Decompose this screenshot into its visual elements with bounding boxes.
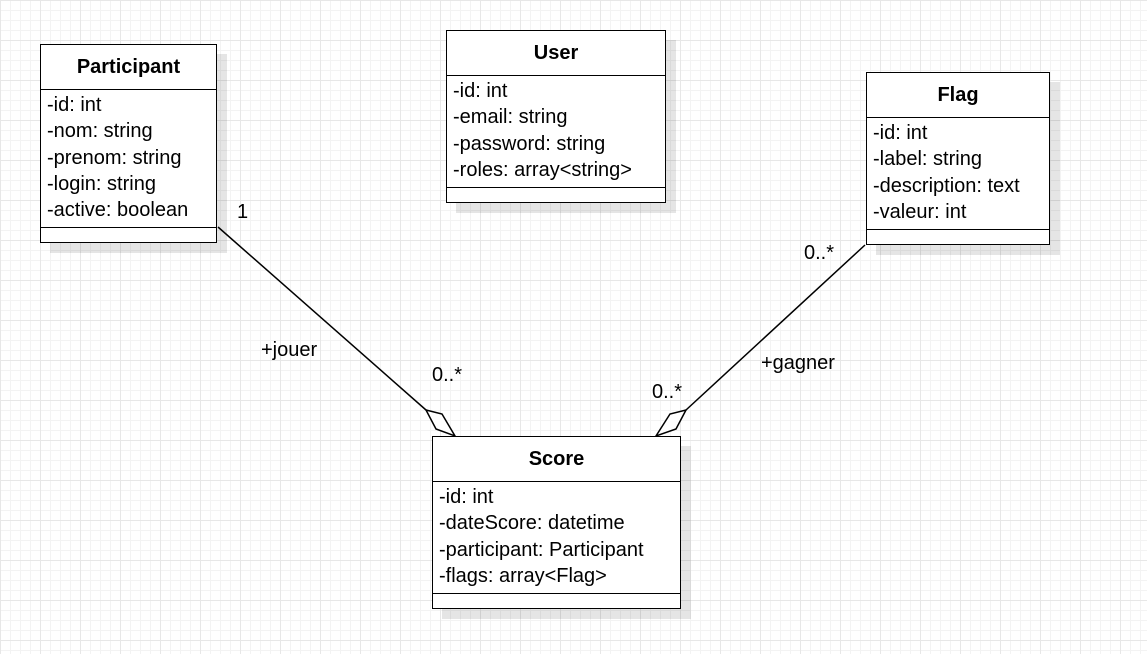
attribute-datescore: -dateScore: datetime [439,512,625,535]
class-flag-methods [867,230,1049,244]
jouer-association-label: +jouer [261,339,318,361]
attribute-label: -label: string [873,148,982,171]
class-participant-name: Participant [41,45,216,90]
class-participant[interactable]: Participant -id: int -nom: string -preno… [40,44,217,244]
attribute-id: -id: int [873,122,928,144]
gagner-association-line[interactable] [685,244,866,411]
class-user-methods [447,188,665,202]
attribute-description: -description: text [873,174,1020,197]
jouer-source-multiplicity: 1 [237,201,249,223]
gagner-target-multiplicity: 0..* [652,381,683,403]
gagner-association-label: +gagner [761,352,835,374]
class-participant-attributes: -id: int -nom: string -prenom: string -l… [41,90,216,229]
attribute-id: -id: int [47,94,102,116]
class-user-attributes: -id: int -email: string -password: strin… [447,76,665,189]
attribute-participant: -participant: Participant [439,538,644,561]
class-participant-methods [41,228,216,242]
class-user-name: User [447,31,665,76]
jouer-association-line[interactable] [217,226,427,411]
class-flag-attributes: -id: int -label: string -description: te… [867,118,1049,231]
jouer-aggregation-diamond-icon [424,408,457,438]
class-score-methods [433,594,680,608]
class-score-attributes: -id: int -dateScore: datetime -participa… [433,482,680,595]
jouer-target-multiplicity: 0..* [432,364,463,386]
gagner-aggregation-diamond-icon [654,408,688,438]
class-score[interactable]: Score -id: int -dateScore: datetime -par… [432,436,681,610]
attribute-active: -active: boolean [47,199,189,222]
attribute-roles: -roles: array<string> [453,158,632,181]
attribute-password: -password: string [453,132,606,155]
attribute-id: -id: int [439,486,494,508]
attribute-prenom: -prenom: string [47,146,182,169]
gagner-source-multiplicity: 0..* [804,242,835,264]
class-flag-name: Flag [867,73,1049,118]
class-score-name: Score [433,437,680,482]
class-user[interactable]: User -id: int -email: string -password: … [446,30,666,204]
class-flag[interactable]: Flag -id: int -label: string -descriptio… [866,72,1050,246]
attribute-login: -login: string [47,172,156,195]
attribute-flags: -flags: array<Flag> [439,564,607,587]
attribute-id: -id: int [453,80,508,102]
attribute-nom: -nom: string [47,120,153,143]
attribute-email: -email: string [453,106,568,129]
attribute-valeur: -valeur: int [873,200,967,223]
